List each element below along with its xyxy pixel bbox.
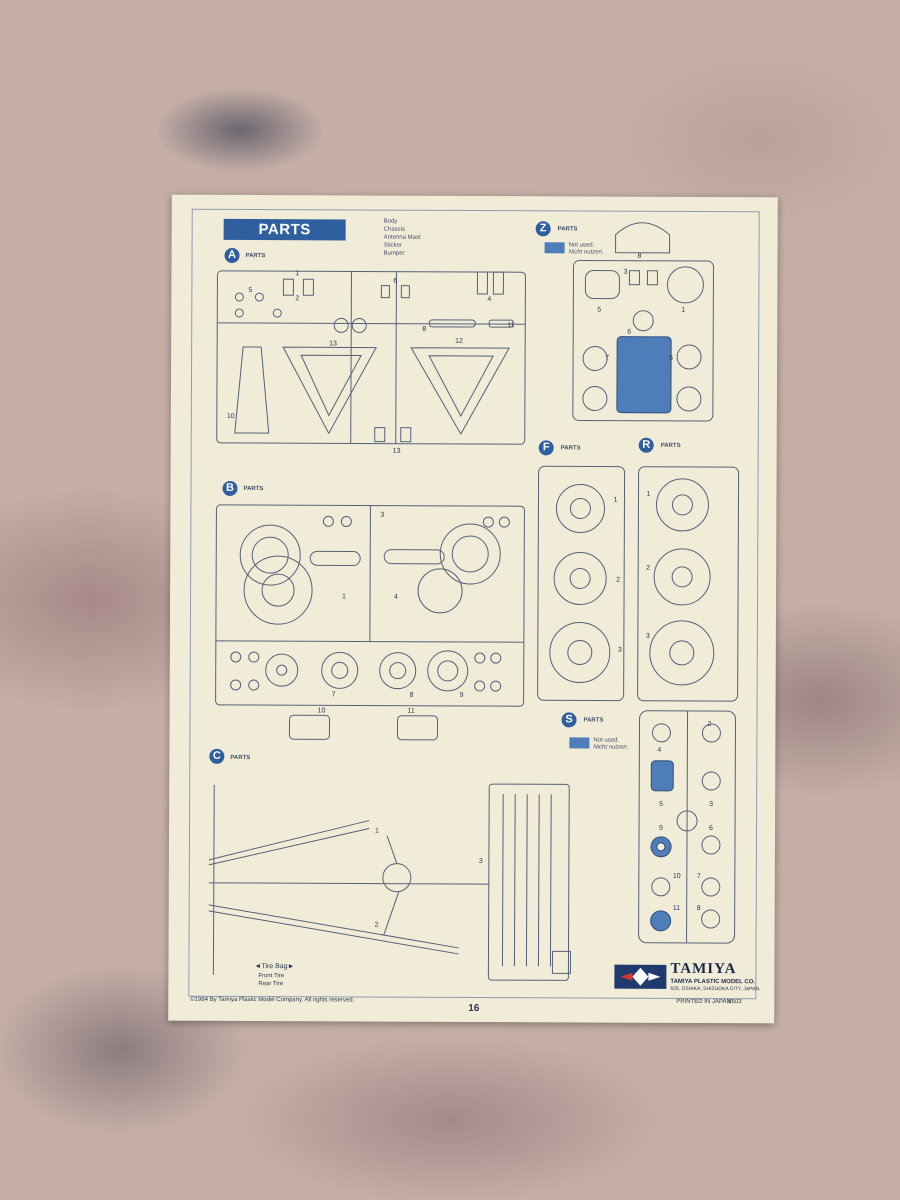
- part-number: 4: [394, 593, 398, 601]
- tire-bag-title: ◄Tire Bag►: [254, 963, 295, 971]
- part-number: 8: [637, 252, 642, 260]
- part-number: 3: [478, 858, 483, 866]
- c-part-3: [487, 783, 570, 981]
- a-arm-right: [410, 347, 510, 435]
- part-number: 6: [393, 277, 398, 285]
- part-number: 8: [409, 691, 414, 699]
- instruction-sheet: PARTS Body Chassis Antenna Mast Sticker …: [168, 194, 778, 1024]
- part-number: 11: [507, 322, 515, 330]
- part-number: 4: [657, 746, 662, 754]
- part-number: 2: [374, 921, 379, 929]
- part-number: 11: [672, 904, 680, 912]
- gearbox-right: [439, 523, 501, 585]
- tire-bag-item: Front Tire: [258, 973, 285, 980]
- z-part-6-not-used: [616, 336, 672, 414]
- part-number: 10: [672, 872, 681, 880]
- tire-bag-item: Rear Tire: [258, 981, 284, 988]
- part-number: 1: [375, 827, 379, 835]
- gearbox-left: [239, 524, 301, 586]
- sprue-r-frame: [637, 466, 740, 702]
- part-number: 1: [646, 490, 651, 498]
- part-number: 2: [616, 576, 621, 584]
- sprue-f-frame: [537, 465, 626, 702]
- tamiya-star-logo: [614, 964, 667, 989]
- part-number: 12: [455, 337, 463, 345]
- part-number: 8: [696, 904, 701, 912]
- part-number: 6: [709, 825, 713, 833]
- copyright: ©1984 By Tamiya Plastic Model Company. A…: [190, 996, 355, 1004]
- brand-company: TAMIYA PLASTIC MODEL CO.: [670, 978, 756, 986]
- part-number: 7: [605, 354, 610, 362]
- part-number: 3: [617, 646, 622, 654]
- part-number: 5: [669, 354, 674, 362]
- parts-diagram: [208, 222, 740, 989]
- part-number: 5: [597, 306, 602, 314]
- part-number: 1: [295, 270, 300, 278]
- print-code: 8503: [728, 999, 742, 1006]
- sprue-z-frame: [572, 259, 714, 422]
- brand-name: TAMIYA: [670, 960, 737, 978]
- part-number: 7: [331, 691, 336, 699]
- part-number: 13: [392, 447, 401, 455]
- part-number: 11: [407, 707, 415, 715]
- brand-address: 628, OSHIKA, SHIZUOKA CITY, JAPAN.: [670, 985, 761, 993]
- part-number: 1: [613, 496, 618, 504]
- part-number: 10: [317, 707, 326, 715]
- part-number: 5: [659, 800, 664, 808]
- part-number: 3: [623, 268, 628, 276]
- part-number: 9: [459, 691, 464, 699]
- part-number: 1: [342, 593, 346, 601]
- a-arm-left: [282, 346, 377, 435]
- part-number: 3: [645, 632, 650, 640]
- part-number: 7: [696, 872, 701, 880]
- part-number: 8: [422, 325, 427, 333]
- part-number: 2: [295, 295, 300, 303]
- printed-in: PRINTED IN JAPAN: [676, 998, 731, 1006]
- part-number: 1: [681, 306, 686, 314]
- part-number: 9: [659, 824, 663, 832]
- part-number: 10: [226, 412, 235, 420]
- part-number: 2: [646, 564, 651, 572]
- part-number: 5: [248, 287, 253, 295]
- part-number: 4: [487, 296, 492, 304]
- sprue-a-frame: [216, 270, 526, 445]
- c-rod-1: [208, 820, 370, 861]
- part-number: 6: [627, 328, 632, 336]
- c-rod-2: [208, 904, 459, 949]
- a-part-10: [234, 346, 270, 434]
- page-number: 16: [468, 1002, 480, 1015]
- part-number: 3: [709, 801, 714, 809]
- part-number: 13: [329, 340, 337, 348]
- part-number: 3: [380, 511, 385, 519]
- part-number: 2: [707, 721, 712, 729]
